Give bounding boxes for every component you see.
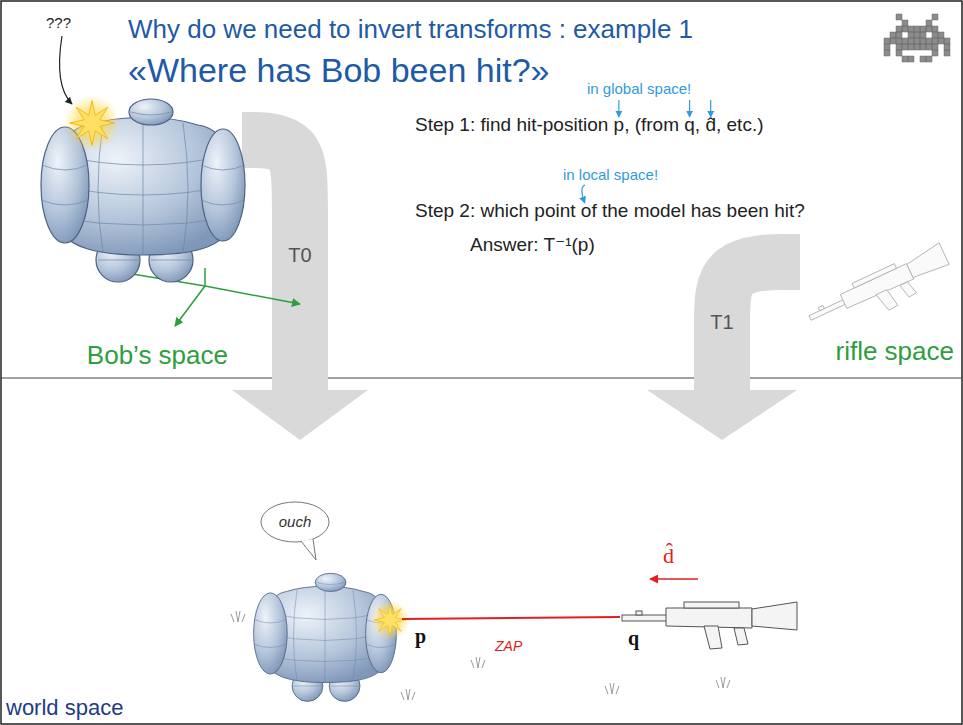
hit-spark <box>64 95 120 151</box>
zap-text: ZAP <box>495 638 522 655</box>
space-label: Bob’s space <box>87 340 228 371</box>
annotation-note: in local space! <box>563 166 658 184</box>
step-text: Step 2: which point of the model has bee… <box>415 200 805 223</box>
answer-text: Answer: T⁻¹(p) <box>470 234 595 257</box>
laser-ray <box>402 617 620 619</box>
annotation-note: in global space! <box>587 80 691 98</box>
space-divider <box>0 378 963 379</box>
pointer-arrow <box>60 36 72 104</box>
grass-tuft <box>471 657 485 668</box>
speech-bubble <box>261 502 329 542</box>
space-label: rifle space <box>836 336 955 367</box>
speech-bubble <box>301 539 316 560</box>
hit-spark <box>370 600 410 640</box>
direction-arrow <box>650 578 698 580</box>
transform-arrow <box>647 262 800 440</box>
slide-title: Why do we need to invert transforms : ex… <box>128 14 693 45</box>
space-region: Bob’s space <box>20 90 242 375</box>
rifle-model <box>804 243 956 342</box>
transform-label: T1 <box>707 310 736 334</box>
grass-tuft <box>716 677 730 688</box>
slide-subtitle: «Where has Bob been hit?» <box>128 50 550 91</box>
point-label: p <box>415 624 426 648</box>
bob-model <box>254 573 397 701</box>
transform-label: T0 <box>285 243 314 267</box>
space-region: rifle space <box>800 225 958 375</box>
arrow-head <box>647 390 797 440</box>
invader-icon <box>884 14 950 62</box>
speech-bubble <box>261 502 329 560</box>
question-marks: ??? <box>46 14 71 32</box>
space-region: world space <box>2 440 961 723</box>
grass-tuft <box>401 689 415 700</box>
grass-tuft <box>605 683 619 694</box>
space-label: world space <box>6 695 123 721</box>
direction-label: d̂ <box>663 543 674 569</box>
step-text: Step 1: find hit-position p, (from q, d̂… <box>415 114 764 137</box>
coordinate-axes <box>205 286 300 304</box>
transform-arrow <box>232 140 368 440</box>
coordinate-axes <box>204 268 206 286</box>
coordinate-axes <box>175 286 205 326</box>
point-label: q <box>628 626 639 650</box>
speech-text: ouch <box>279 513 312 531</box>
arrow-head <box>232 390 368 440</box>
rifle-model <box>622 602 797 649</box>
coordinate-axes <box>120 268 300 326</box>
grass-tuft <box>231 611 245 622</box>
